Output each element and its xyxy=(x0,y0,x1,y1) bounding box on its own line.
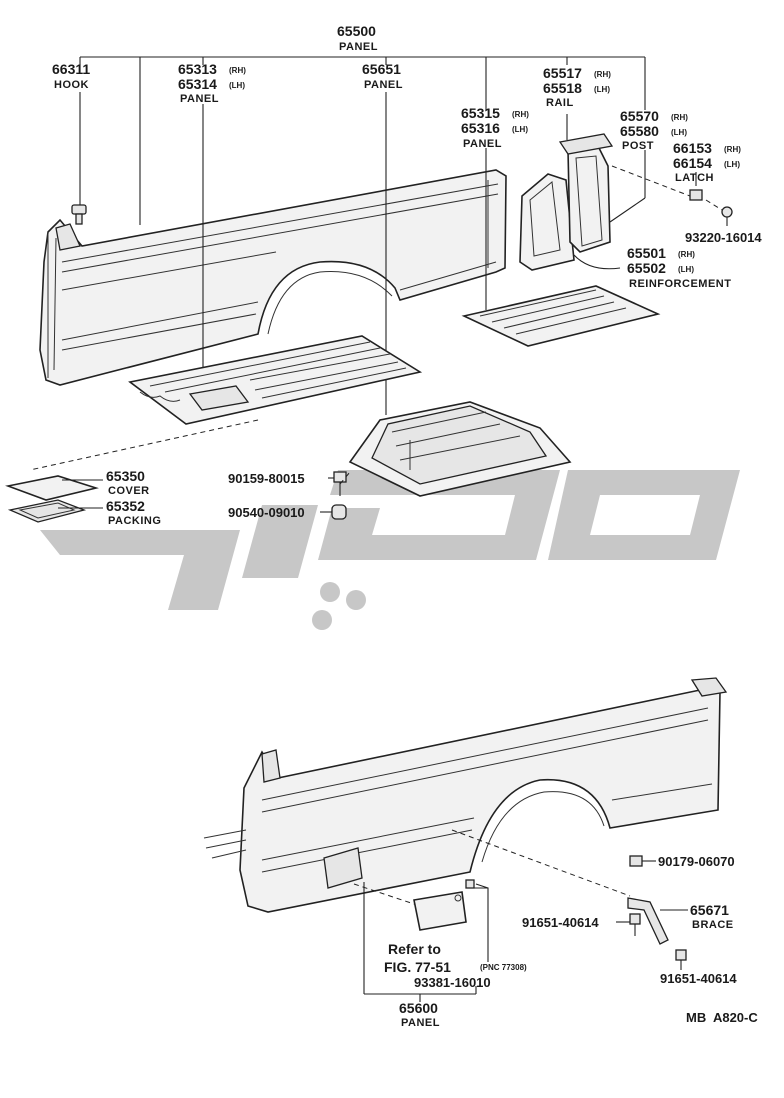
brace-65671 xyxy=(627,897,688,945)
watermark-logo xyxy=(40,470,740,630)
post-65570 xyxy=(567,145,611,253)
label-91651-a: 91651-40614 xyxy=(522,915,599,930)
label-65352-num: 65352 xyxy=(106,498,145,514)
label-65600-name: PANEL xyxy=(401,1017,440,1029)
label-65314-num: 65314 xyxy=(178,76,217,92)
label-65570-name: POST xyxy=(622,140,654,152)
floor-panel-rear xyxy=(461,285,661,347)
label-65518-num: 65518 xyxy=(543,80,582,96)
label-91651-b: 91651-40614 xyxy=(660,971,737,986)
label-65350-name: COVER xyxy=(108,485,150,497)
label-65501-num: 65501 xyxy=(627,245,666,261)
label-65313-suffix: (RH) xyxy=(229,66,246,75)
rail-65517 xyxy=(558,114,614,155)
label-65517-suffix: (RH) xyxy=(594,70,611,79)
label-93381: 93381-16010 xyxy=(414,975,491,990)
label-65316-suffix: (LH) xyxy=(512,125,528,134)
hook-66311 xyxy=(71,92,87,225)
access-plate xyxy=(413,879,489,962)
label-65580-num: 65580 xyxy=(620,123,659,139)
label-65671-name: BRACE xyxy=(692,919,734,931)
cover-65350 xyxy=(5,475,99,501)
label-65570-suffix: (RH) xyxy=(671,113,688,122)
floor-panel-front xyxy=(128,335,423,425)
wheelhouse-panel-65651 xyxy=(348,401,572,497)
label-65651-name: PANEL xyxy=(364,79,403,91)
bolt-91651-a xyxy=(616,913,641,936)
bolt-90159 xyxy=(328,471,351,496)
label-65315-name: PANEL xyxy=(463,138,502,150)
packing-65352 xyxy=(7,499,87,523)
label-65517-num: 65517 xyxy=(543,65,582,81)
label-90179: 90179-06070 xyxy=(658,854,735,869)
reinforcement-65501 xyxy=(519,173,575,271)
label-65518-suffix: (LH) xyxy=(594,85,610,94)
label-fig-ref: FIG. 77-51 xyxy=(384,959,451,975)
bracket-65600 xyxy=(363,882,477,1002)
label-65500-name: PANEL xyxy=(339,41,378,53)
label-66154-suffix: (LH) xyxy=(724,160,740,169)
label-65315-num: 65315 xyxy=(461,105,500,121)
label-pnc-ref: (PNC 77308) xyxy=(480,963,527,972)
label-65580-suffix: (LH) xyxy=(671,128,687,137)
label-65651-num: 65651 xyxy=(362,61,401,77)
label-65500-num: 65500 xyxy=(337,23,376,39)
label-65350-num: 65350 xyxy=(106,468,145,484)
label-65352-name: PACKING xyxy=(108,515,161,527)
label-65314-suffix: (LH) xyxy=(229,81,245,90)
bolt-91651-b xyxy=(675,949,687,970)
label-93220: 93220-16014 xyxy=(685,230,762,245)
label-66311-name: HOOK xyxy=(54,79,89,91)
label-65502-suffix: (LH) xyxy=(678,265,694,274)
nut-90179 xyxy=(629,855,656,867)
label-65315-suffix: (RH) xyxy=(512,110,529,119)
label-66153-suffix: (RH) xyxy=(724,145,741,154)
screw-93220 xyxy=(705,199,733,226)
side-panel-bottom xyxy=(203,677,728,913)
label-65600-num: 65600 xyxy=(399,1000,438,1016)
label-65671-num: 65671 xyxy=(690,902,729,918)
side-panel-left xyxy=(39,169,507,386)
label-65313-num: 65313 xyxy=(178,61,217,77)
label-90540: 90540-09010 xyxy=(228,505,305,520)
bracket-65500 xyxy=(79,56,646,225)
figure-code: MB A820-C xyxy=(686,1010,758,1025)
label-66153-name: LATCH xyxy=(675,172,714,184)
label-66153-num: 66153 xyxy=(673,140,712,156)
label-65501-suffix: (RH) xyxy=(678,250,695,259)
label-65313-name: PANEL xyxy=(180,93,219,105)
label-66311-num: 66311 xyxy=(52,61,90,77)
label-refer-to: Refer to xyxy=(388,941,441,957)
label-66154-num: 66154 xyxy=(673,155,712,171)
nut-90540 xyxy=(320,504,347,520)
latch-66153 xyxy=(689,172,703,201)
label-65501-name: REINFORCEMENT xyxy=(629,278,731,290)
label-65570-num: 65570 xyxy=(620,108,659,124)
label-65316-num: 65316 xyxy=(461,120,500,136)
label-65502-num: 65502 xyxy=(627,260,666,276)
label-65517-name: RAIL xyxy=(546,97,574,109)
label-90159: 90159-80015 xyxy=(228,471,305,486)
